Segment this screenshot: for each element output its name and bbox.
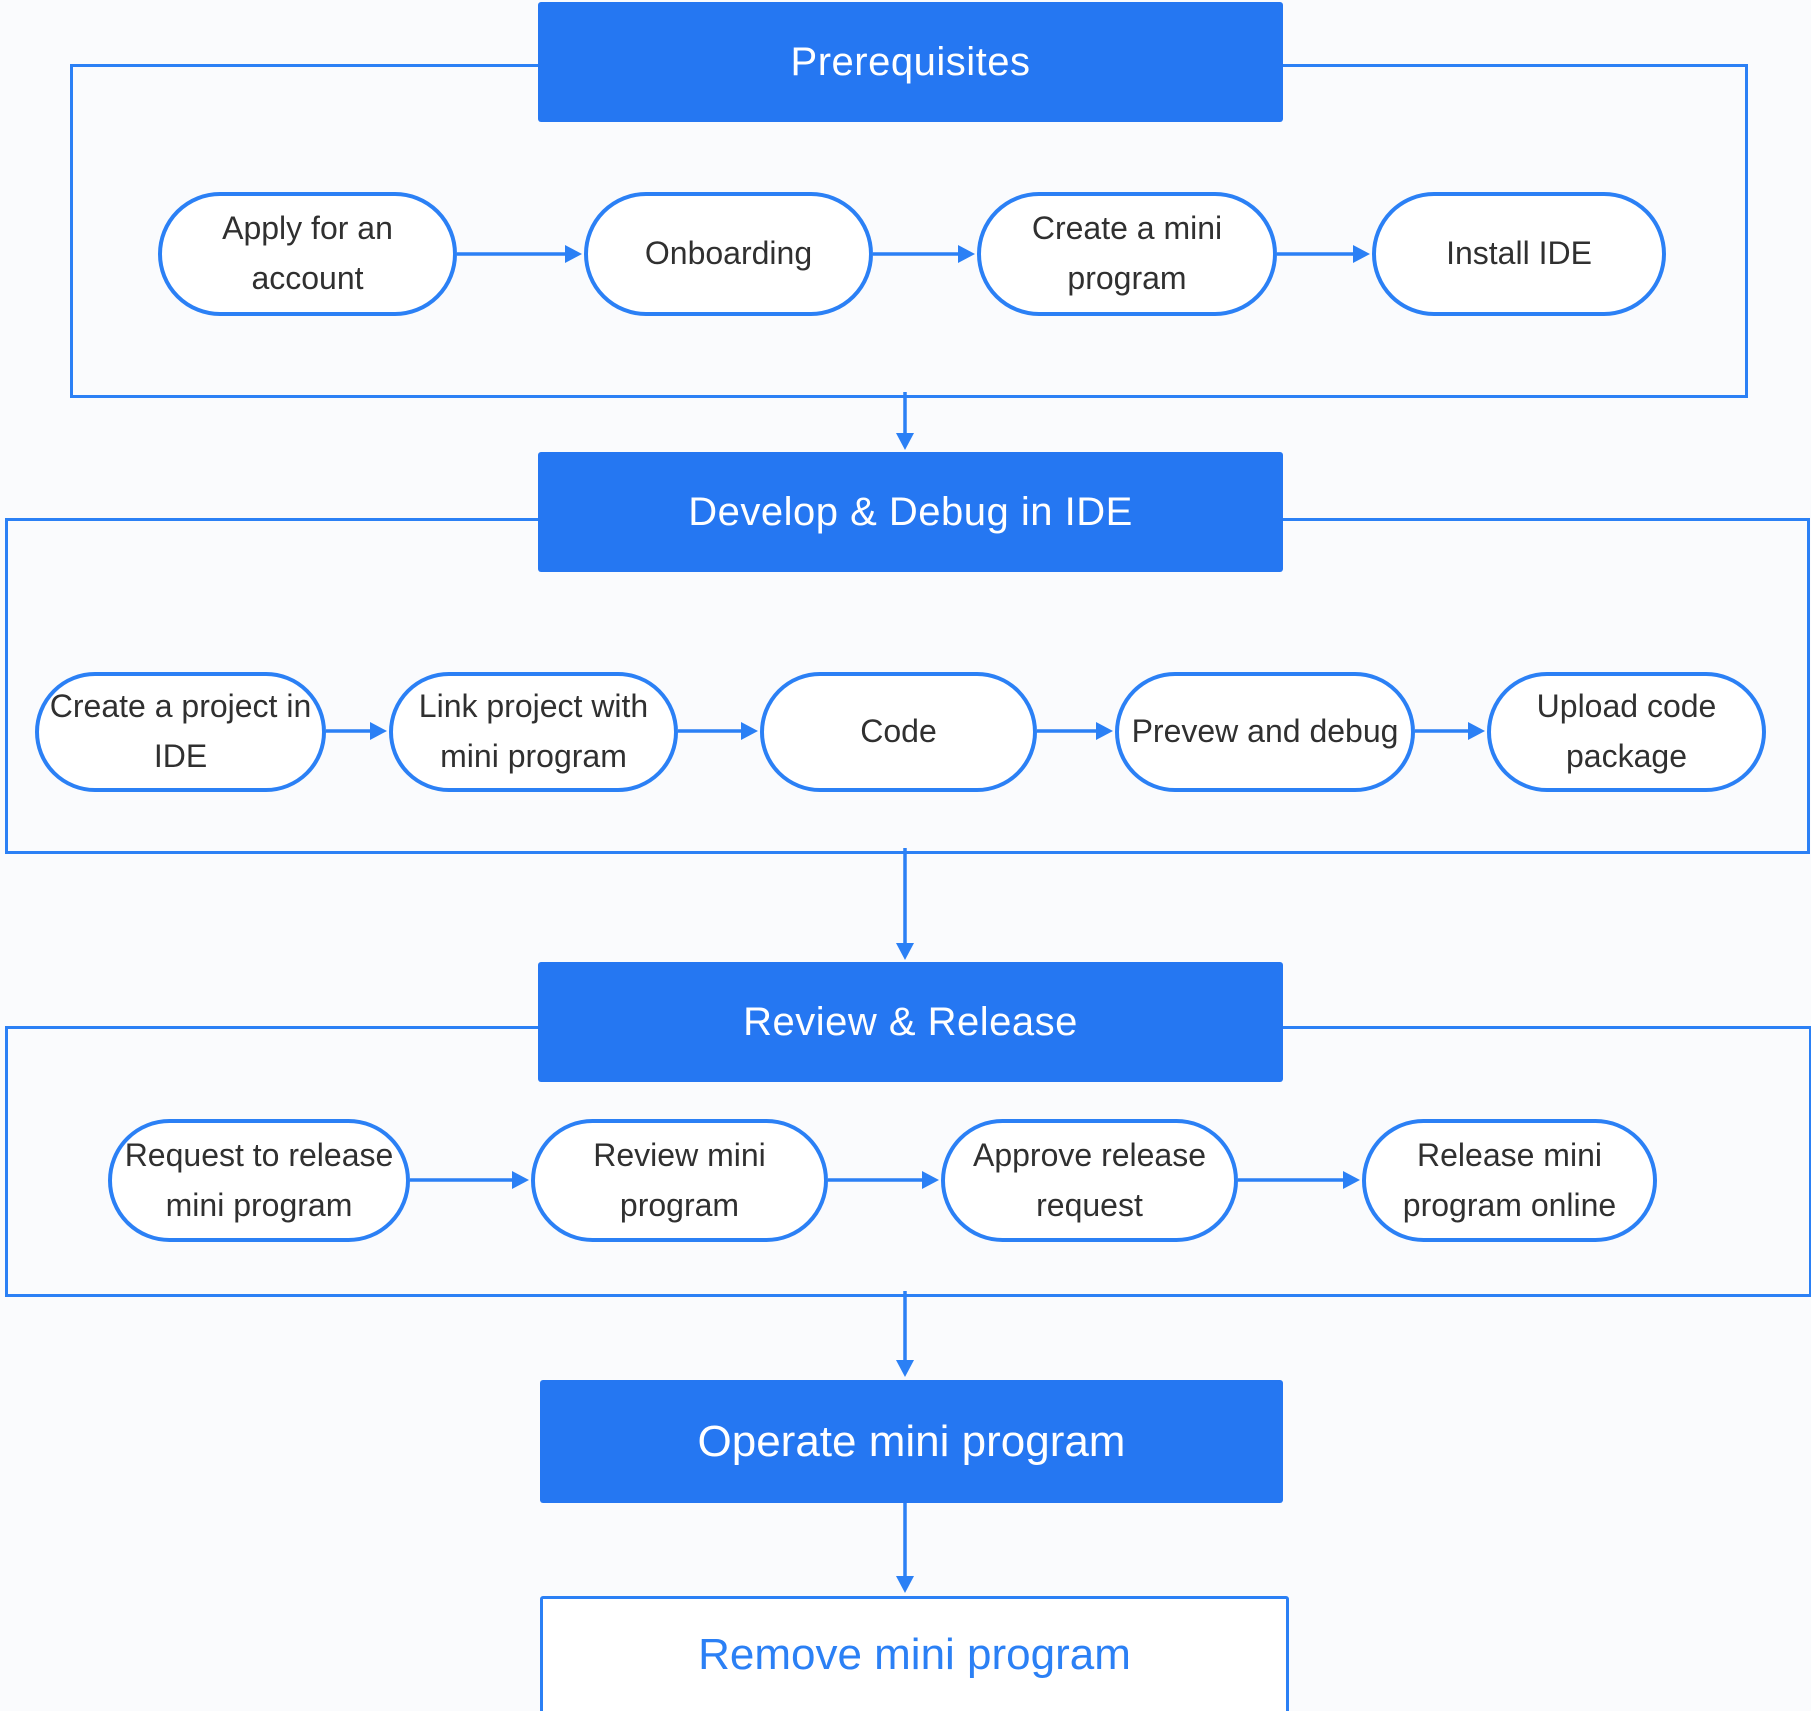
arrow-develop-to-review [896, 848, 914, 960]
arrow-onboarding-to-create-mini [873, 245, 975, 263]
step-oval-create-a-mini-program: Create a mini program [977, 192, 1277, 316]
step-oval-apply-for-an-account: Apply for an account [158, 192, 457, 316]
arrow-request-to-review [410, 1171, 529, 1189]
arrow-operate-to-remove [896, 1503, 914, 1593]
arrow-preview-to-upload [1415, 722, 1485, 740]
arrow-prerequisites-to-develop [896, 392, 914, 450]
operate-mini-program-box: Operate mini program [540, 1380, 1283, 1503]
section-header-develop-debug: Develop & Debug in IDE [538, 452, 1283, 572]
step-label: Onboarding [644, 235, 813, 272]
step-label: Release mini program online [1402, 1136, 1617, 1223]
step-label: Code [860, 713, 937, 750]
step-label: Request to release mini program [124, 1136, 394, 1223]
arrow-review-to-operate [896, 1291, 914, 1377]
section-title: Prerequisites [790, 39, 1031, 84]
arrow-approve-to-release [1238, 1171, 1360, 1189]
section-header-review-release: Review & Release [538, 962, 1283, 1082]
arrow-link-to-code [678, 722, 758, 740]
step-label: Prevew and debug [1131, 713, 1399, 750]
step-label: Apply for an account [222, 210, 393, 296]
step-oval-code: Code [760, 672, 1037, 792]
arrow-create-project-to-link [326, 722, 387, 740]
arrow-code-to-preview [1037, 722, 1113, 740]
section-title: Develop & Debug in IDE [688, 489, 1133, 534]
step-label: Install IDE [1446, 235, 1592, 272]
terminal-label: Remove mini program [698, 1630, 1131, 1679]
step-oval-onboarding: Onboarding [584, 192, 873, 316]
remove-mini-program-box: Remove mini program [540, 1596, 1289, 1711]
step-label: Create a mini program [1031, 210, 1223, 296]
step-label: Link project with mini program [418, 688, 649, 774]
step-oval-approve-release-request: Approve release request [941, 1119, 1238, 1242]
step-label: Approve release request [972, 1136, 1207, 1223]
terminal-label: Operate mini program [697, 1416, 1126, 1466]
arrow-create-mini-to-install-ide [1277, 245, 1370, 263]
arrow-apply-to-onboarding [457, 245, 582, 263]
step-label: Create a project in IDE [49, 688, 312, 774]
step-oval-link-project-with-mini-program: Link project with mini program [389, 672, 678, 792]
step-label: Review mini program [593, 1136, 766, 1223]
step-oval-upload-code-package: Upload code package [1487, 672, 1766, 792]
step-oval-preview-and-debug: Prevew and debug [1115, 672, 1415, 792]
step-oval-create-a-project-in-ide: Create a project in IDE [35, 672, 326, 792]
step-oval-request-to-release-mini-program: Request to release mini program [108, 1119, 410, 1242]
step-label: Upload code package [1536, 688, 1717, 774]
arrow-review-to-approve [828, 1171, 939, 1189]
section-title: Review & Release [743, 999, 1078, 1044]
section-header-prerequisites: Prerequisites [538, 2, 1283, 122]
step-oval-review-mini-program: Review mini program [531, 1119, 828, 1242]
step-oval-install-ide: Install IDE [1372, 192, 1666, 316]
step-oval-release-mini-program-online: Release mini program online [1362, 1119, 1657, 1242]
